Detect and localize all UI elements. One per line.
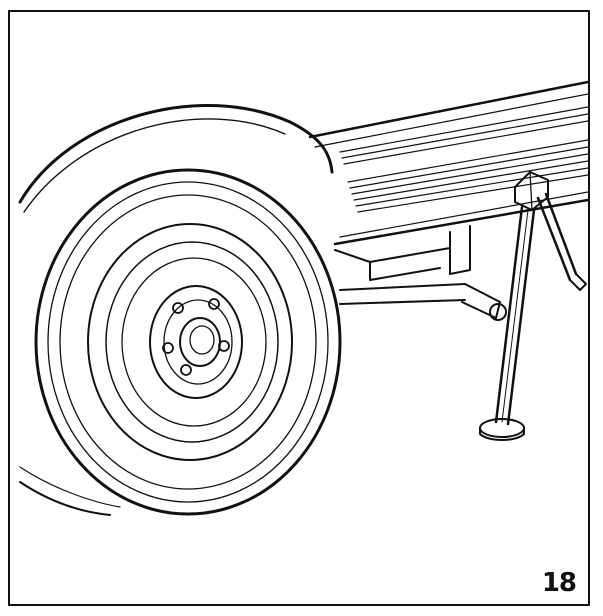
illustration-frame: 18 — [8, 10, 590, 606]
trailer-body-icon — [18, 80, 588, 321]
figure-number: 18 — [541, 568, 577, 598]
trailer-wheel-jack-illustration — [18, 80, 588, 516]
wheel-icon — [19, 168, 342, 516]
jack-stand-icon — [479, 171, 587, 441]
